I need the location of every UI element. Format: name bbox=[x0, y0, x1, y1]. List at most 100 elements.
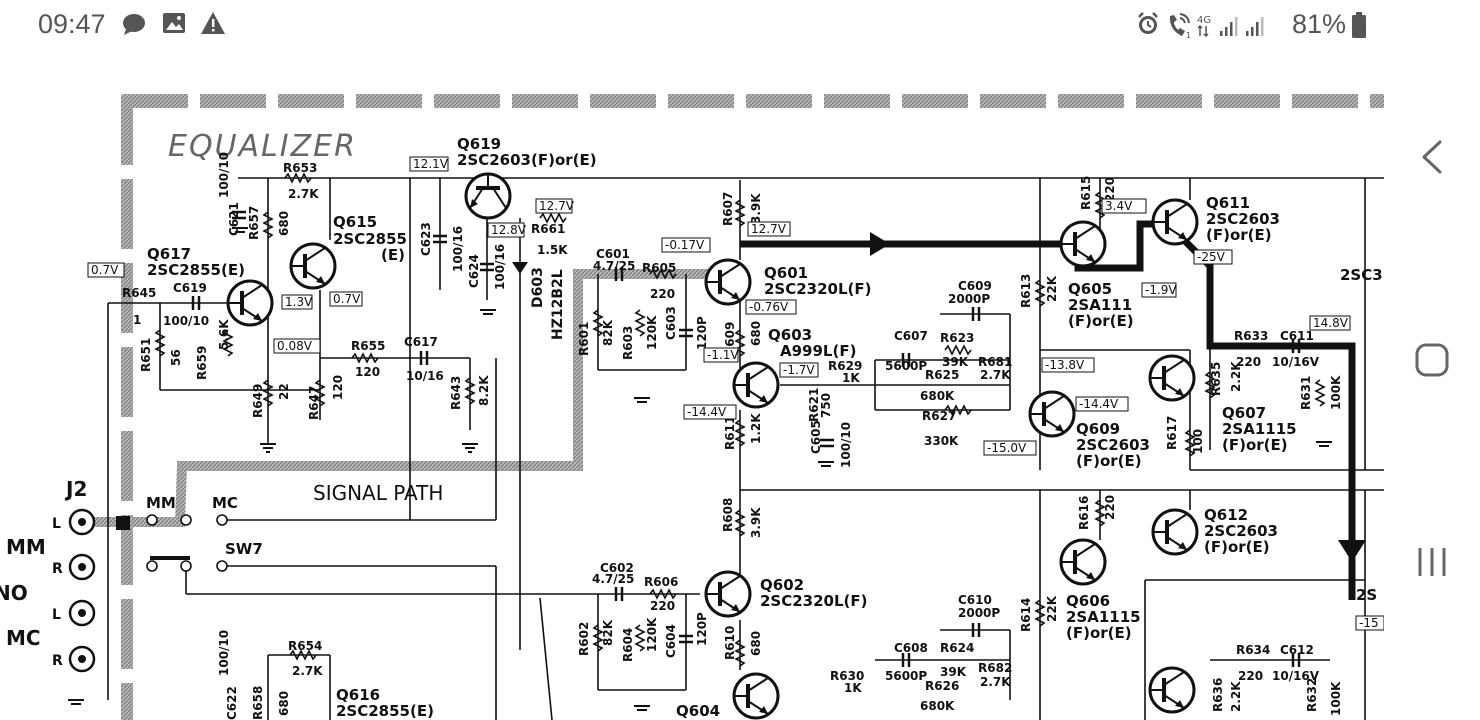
svg-text:-15: -15 bbox=[1359, 616, 1379, 630]
svg-text:D603: D603 bbox=[530, 267, 546, 308]
svg-text:10/16: 10/16 bbox=[406, 369, 444, 383]
svg-text:2000P: 2000P bbox=[948, 292, 990, 306]
svg-text:C622: C622 bbox=[225, 686, 239, 720]
svg-text:1K: 1K bbox=[842, 371, 860, 385]
svg-text:R659: R659 bbox=[195, 346, 209, 380]
svg-text:2S: 2S bbox=[1356, 586, 1377, 604]
svg-text:Q603: Q603 bbox=[768, 326, 812, 344]
svg-text:Q612: Q612 bbox=[1204, 506, 1248, 524]
svg-text:2SC3: 2SC3 bbox=[1340, 266, 1383, 284]
svg-text:Q616: Q616 bbox=[336, 686, 380, 704]
svg-text:Q604: Q604 bbox=[676, 702, 720, 720]
transistor-symbols bbox=[226, 172, 1199, 720]
svg-text:R608: R608 bbox=[721, 498, 735, 532]
svg-text:2SA111: 2SA111 bbox=[1068, 296, 1132, 314]
svg-text:R636: R636 bbox=[1211, 678, 1225, 712]
svg-text:R610: R610 bbox=[723, 626, 737, 660]
svg-text:NO: NO bbox=[0, 581, 28, 605]
zener-diode bbox=[512, 262, 528, 274]
image-viewer[interactable]: EQUALIZER SIGNAL PATH bbox=[0, 48, 1384, 720]
svg-text:2SA1115: 2SA1115 bbox=[1066, 608, 1141, 626]
svg-text:(F)or(E): (F)or(E) bbox=[1066, 624, 1132, 642]
svg-text:R624: R624 bbox=[940, 641, 974, 655]
svg-text:C608: C608 bbox=[894, 641, 928, 655]
svg-text:R: R bbox=[52, 653, 63, 669]
svg-text:L: L bbox=[52, 516, 61, 532]
svg-text:R681: R681 bbox=[978, 355, 1012, 369]
home-button[interactable] bbox=[1384, 315, 1480, 405]
svg-text:C607: C607 bbox=[894, 329, 928, 343]
svg-text:R: R bbox=[52, 561, 63, 577]
svg-text:2.2K: 2.2K bbox=[1229, 681, 1243, 712]
svg-text:C617: C617 bbox=[404, 335, 438, 349]
svg-text:R625: R625 bbox=[925, 368, 959, 382]
svg-text:R655: R655 bbox=[351, 339, 385, 353]
svg-text:(F)or(E): (F)or(E) bbox=[1076, 452, 1142, 470]
svg-text:2.7K: 2.7K bbox=[980, 368, 1011, 382]
svg-text:100/16: 100/16 bbox=[451, 226, 465, 272]
schematic-labels: J2 MM NO MC L R L R MM MC SW7 Q619 2SC26… bbox=[0, 135, 1383, 720]
svg-text:120K: 120K bbox=[645, 617, 659, 652]
svg-text:2SC2603: 2SC2603 bbox=[1206, 210, 1280, 228]
svg-text:R682: R682 bbox=[978, 661, 1012, 675]
svg-text:120: 120 bbox=[331, 375, 345, 400]
svg-text:220: 220 bbox=[650, 599, 675, 613]
status-bar: 09:47 bbox=[0, 0, 1384, 48]
svg-text:100/10: 100/10 bbox=[839, 422, 853, 468]
capacitor-symbols bbox=[191, 210, 1301, 667]
svg-text:100K: 100K bbox=[1329, 681, 1343, 716]
svg-text:C610: C610 bbox=[958, 593, 992, 607]
back-button[interactable] bbox=[1384, 112, 1480, 202]
svg-text:C623: C623 bbox=[419, 222, 433, 256]
svg-text:-0.76V: -0.76V bbox=[749, 300, 789, 314]
svg-text:12.7V: 12.7V bbox=[751, 222, 787, 236]
svg-text:4.7/25: 4.7/25 bbox=[593, 259, 635, 273]
svg-text:22K: 22K bbox=[1045, 595, 1059, 622]
svg-text:R606: R606 bbox=[644, 575, 678, 589]
home-square-icon bbox=[1415, 343, 1449, 377]
svg-text:-0.17V: -0.17V bbox=[665, 238, 705, 252]
svg-text:R654: R654 bbox=[288, 639, 322, 653]
svg-text:R617: R617 bbox=[1165, 416, 1179, 450]
svg-text:R609: R609 bbox=[723, 322, 737, 356]
svg-text:Q602: Q602 bbox=[760, 576, 804, 594]
path-arrow-right bbox=[870, 232, 890, 256]
svg-text:220: 220 bbox=[1103, 177, 1117, 202]
svg-text:R631: R631 bbox=[1299, 376, 1313, 410]
svg-text:10/16V: 10/16V bbox=[1272, 355, 1320, 369]
svg-text:5600P: 5600P bbox=[885, 359, 927, 373]
svg-text:R627: R627 bbox=[922, 409, 956, 423]
svg-text:Q615: Q615 bbox=[333, 213, 377, 231]
svg-text:Q619: Q619 bbox=[457, 135, 501, 153]
recent-apps-icon bbox=[1418, 548, 1446, 576]
signal-2-icon bbox=[1245, 16, 1264, 36]
svg-text:R623: R623 bbox=[940, 331, 974, 345]
svg-text:R643: R643 bbox=[449, 376, 463, 410]
ground-symbols bbox=[68, 227, 1332, 711]
component-labels: R653 2.7K C621 100/10 R657 680 R645 1 C6… bbox=[122, 152, 1343, 720]
svg-text:2SC2320L(F): 2SC2320L(F) bbox=[764, 280, 872, 298]
svg-text:R658: R658 bbox=[251, 686, 265, 720]
warning-icon bbox=[201, 12, 225, 34]
voltage-labels: 0.7V 12.1V 12.7V 12.8V 1.3V 0.7V 0.08V -… bbox=[87, 156, 1384, 631]
svg-text:Q601: Q601 bbox=[764, 264, 808, 282]
svg-text:1: 1 bbox=[133, 313, 141, 327]
svg-text:220: 220 bbox=[1103, 495, 1117, 520]
recent-apps-button[interactable] bbox=[1384, 518, 1480, 608]
battery-icon bbox=[1352, 11, 1366, 38]
data-arrows-icon: 4G bbox=[1197, 15, 1211, 37]
svg-text:120K: 120K bbox=[645, 315, 659, 350]
svg-text:Q609: Q609 bbox=[1076, 420, 1120, 438]
svg-text:(F)or(E): (F)or(E) bbox=[1204, 538, 1270, 556]
svg-text:3.9K: 3.9K bbox=[749, 507, 763, 538]
svg-text:R651: R651 bbox=[139, 338, 153, 372]
svg-text:R616: R616 bbox=[1077, 496, 1091, 530]
svg-text:R602: R602 bbox=[577, 622, 591, 656]
svg-text:A999L(F): A999L(F) bbox=[780, 342, 856, 360]
svg-text:1: 1 bbox=[1186, 31, 1191, 40]
svg-text:120P: 120P bbox=[695, 316, 709, 350]
svg-text:12.7V: 12.7V bbox=[539, 199, 575, 213]
svg-text:680: 680 bbox=[277, 211, 291, 236]
svg-text:R649: R649 bbox=[251, 384, 265, 418]
svg-text:-13.8V: -13.8V bbox=[1045, 358, 1085, 372]
